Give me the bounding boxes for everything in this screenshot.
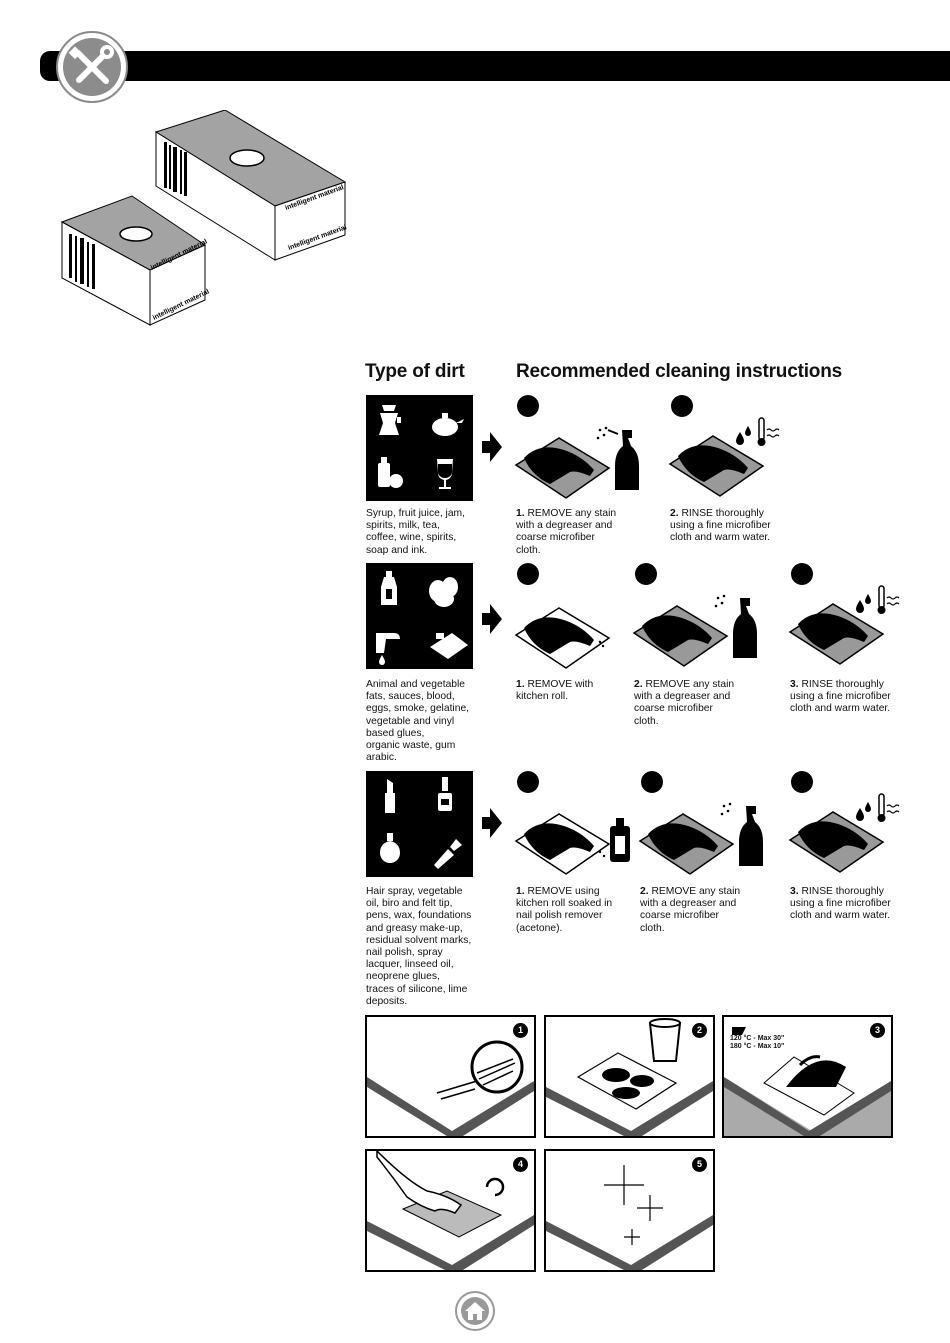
cleaning-acetone-icon	[514, 796, 639, 881]
arrow-icon	[482, 808, 502, 838]
panel-number: 4	[513, 1157, 528, 1172]
arrow-icon	[482, 432, 502, 462]
juice-bottle-apple-icon	[378, 457, 403, 488]
cleaning-microfiber-rinse-icon	[788, 792, 903, 877]
step-marker	[791, 563, 813, 585]
step-marker	[671, 395, 693, 417]
step-marker	[635, 563, 657, 585]
step-text-3-2: 2. REMOVE any stain with a degreaser and…	[640, 886, 741, 934]
panel-number: 3	[870, 1023, 885, 1038]
sauce-bottle-icon	[381, 571, 397, 605]
pen-icon	[434, 839, 462, 869]
eggs-icon	[429, 577, 458, 607]
repair-panel-5: 5	[544, 1149, 715, 1272]
panel-number: 1	[513, 1023, 528, 1038]
step-marker	[517, 395, 539, 417]
nail-polish-icon	[438, 777, 452, 811]
repair-panel-1: 1	[365, 1015, 536, 1138]
cleaning-microfiber-rinse-icon	[788, 584, 903, 669]
cleaning-microfiber-rinse-icon	[668, 416, 783, 501]
step-marker	[791, 771, 813, 793]
food-waste-icon	[430, 633, 468, 659]
step-text-3-1: 1. REMOVE using kitchen roll soaked in n…	[516, 886, 613, 934]
coffee-pot-icon	[379, 405, 401, 435]
iron-temperature-text: 120 °C - Max 30" 180 °C - Max 10"	[730, 1035, 785, 1050]
recommended-heading: Recommended cleaning instructions	[516, 361, 842, 382]
dirt-icons-box-3	[366, 771, 473, 877]
dirt-caption-1: Syrup, fruit juice, jam, spirits, milk, …	[366, 508, 465, 556]
oil-flask-icon	[380, 833, 400, 863]
lipstick-icon	[385, 779, 395, 813]
home-icon	[461, 1297, 489, 1325]
step-text-2-3: 3. RINSE thoroughly using a fine microfi…	[790, 679, 891, 715]
cleaning-microfiber-spray-icon	[514, 420, 649, 505]
panel-number: 2	[692, 1023, 707, 1038]
cleaning-kitchen-roll-icon	[514, 590, 614, 675]
step-marker	[517, 771, 539, 793]
dirt-caption-2: Animal and vegetable fats, sauces, blood…	[366, 679, 470, 764]
repair-panel-2: 2	[544, 1015, 715, 1138]
step-text-1-1: 1. REMOVE any stain with a degreaser and…	[516, 508, 617, 556]
dirt-caption-3: Hair spray, vegetable oil, biro and felt…	[366, 886, 472, 1007]
step-text-2-1: 1. REMOVE with kitchen roll.	[516, 679, 594, 703]
cleaning-microfiber-spray-icon	[632, 588, 767, 673]
repair-panel-3: 120 °C - Max 30" 180 °C - Max 10" 3	[722, 1015, 893, 1138]
arrow-icon	[482, 604, 502, 634]
teapot-icon	[432, 413, 464, 436]
header-bar	[40, 51, 950, 81]
step-text-1-2: 2. RINSE thoroughly using a fine microfi…	[670, 508, 771, 544]
home-button[interactable]	[455, 1291, 495, 1331]
step-text-2-2: 2. REMOVE any stain with a degreaser and…	[634, 679, 735, 727]
dirt-icons-box-2	[366, 563, 473, 669]
repair-panel-4: 4	[365, 1149, 536, 1272]
dirt-icons-box-1	[366, 395, 473, 501]
panel-number: 5	[692, 1157, 707, 1172]
type-of-dirt-heading: Type of dirt	[365, 361, 465, 382]
blood-drop-hand-icon	[376, 633, 400, 665]
tools-badge	[56, 31, 128, 103]
product-illustration: intelligent material intelligent materia…	[60, 110, 350, 330]
step-marker	[641, 771, 663, 793]
step-marker	[517, 563, 539, 585]
tools-icon	[63, 38, 121, 96]
step-text-3-3: 3. RINSE thoroughly using a fine microfi…	[790, 886, 891, 922]
cleaning-microfiber-spray-icon	[638, 796, 773, 881]
